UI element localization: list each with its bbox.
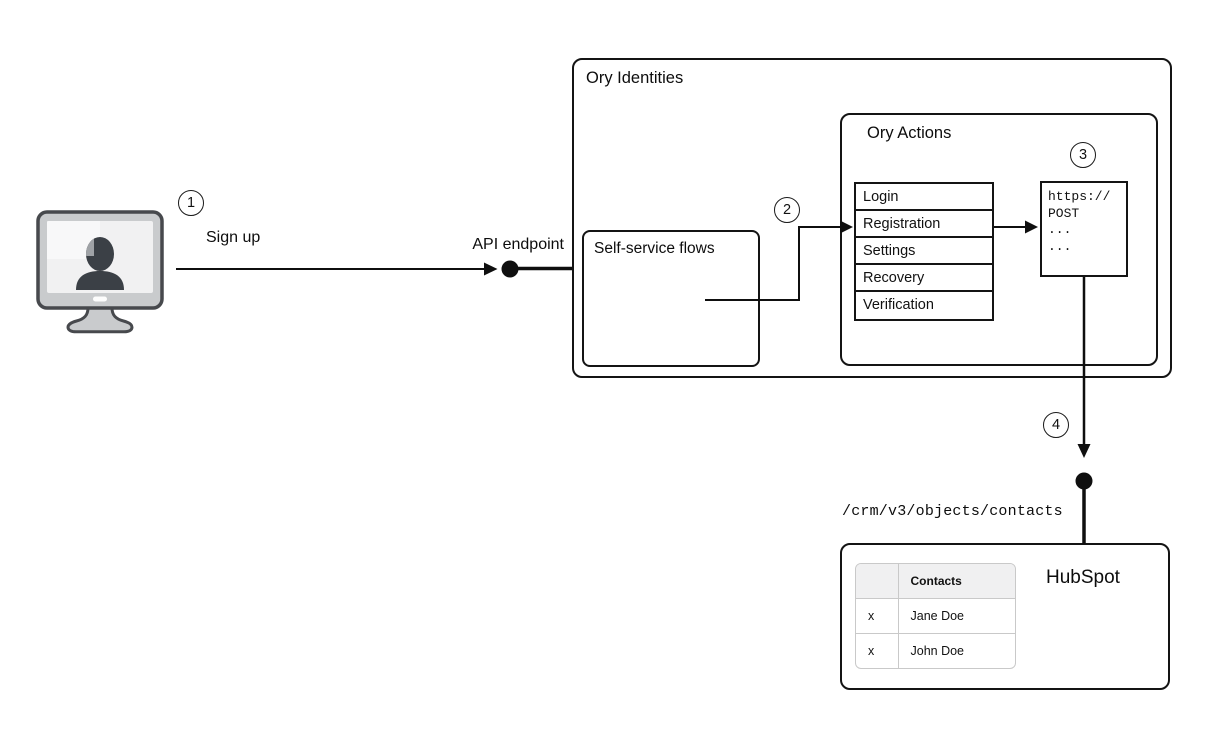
flow-row-verification: Verification xyxy=(863,297,934,313)
user-device xyxy=(36,210,164,334)
contacts-table-wrap: Contacts x Jane Doe x John Doe xyxy=(855,563,1016,669)
step-badge-3: 3 xyxy=(1070,142,1096,168)
ory-actions-box: Ory Actions Login Registration Settings … xyxy=(840,113,1158,366)
contact-row-2: x John Doe xyxy=(856,632,1015,668)
webhook-code-box: https:// POST ... ... xyxy=(1040,181,1128,277)
hubspot-endpoint-node xyxy=(1075,472,1093,544)
hubspot-title: HubSpot xyxy=(1046,567,1120,588)
step-badge-1: 1 xyxy=(178,190,204,216)
user-device-icon xyxy=(36,210,164,334)
code-line-url: https:// xyxy=(1048,189,1111,204)
flow-table: Login Registration Settings Recovery Ver… xyxy=(854,182,994,321)
sign-up-label: Sign up xyxy=(206,229,261,246)
code-line-ellipsis-1: ... xyxy=(1048,222,1072,237)
flow-row-recovery: Recovery xyxy=(856,265,992,292)
flow-row-login: Login xyxy=(856,184,992,211)
hubspot-box: HubSpot Contacts x Jane Doe x Jo xyxy=(840,543,1170,690)
step-badge-2: 2 xyxy=(774,197,800,223)
contact-row-2-name: John Doe xyxy=(897,632,1015,668)
signup-arrow xyxy=(176,262,498,276)
contacts-header-row: Contacts xyxy=(856,564,1015,599)
contact-row-2-marker: x xyxy=(856,632,899,668)
ory-identities-title: Ory Identities xyxy=(586,69,684,87)
ory-actions-title: Ory Actions xyxy=(867,124,952,142)
code-line-ellipsis-2: ... xyxy=(1048,238,1072,254)
contacts-header-empty xyxy=(856,564,899,599)
step-badge-4: 4 xyxy=(1043,412,1069,438)
flow-row-registration: Registration xyxy=(856,211,992,238)
flow-row-settings: Settings xyxy=(856,238,992,265)
self-service-flows-box: Self-service flows xyxy=(582,230,760,367)
contact-row-1-name: Jane Doe xyxy=(897,597,1015,634)
api-endpoint-label: API endpoint xyxy=(472,236,564,253)
contacts-header-label: Contacts xyxy=(897,564,1015,599)
contact-row-1-marker: x xyxy=(856,597,899,634)
code-line-method: POST xyxy=(1048,205,1080,221)
crm-endpoint-label: /crm/v3/objects/contacts xyxy=(842,503,1063,520)
contact-row-1: x Jane Doe xyxy=(856,597,1015,634)
api-endpoint-node xyxy=(501,260,572,278)
contacts-table: Contacts x Jane Doe x John Doe xyxy=(856,564,1015,668)
self-service-flows-title: Self-service flows xyxy=(594,240,715,257)
